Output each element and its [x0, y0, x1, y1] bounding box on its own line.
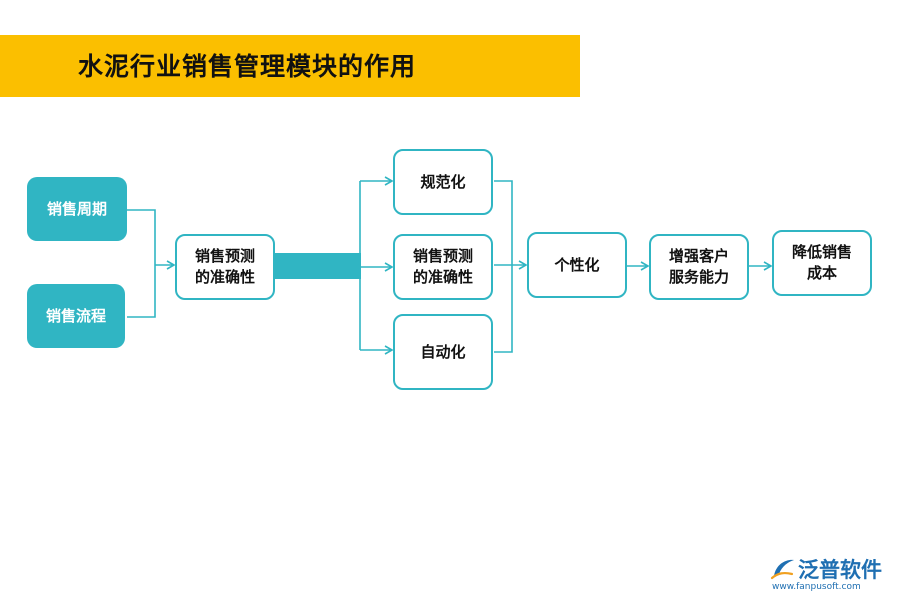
- node-automation: 自动化: [393, 314, 493, 390]
- node-personalization: 个性化: [527, 232, 627, 298]
- node-forecast-accuracy-2: 销售预测 的准确性: [393, 234, 493, 300]
- connector-left-bracket: [127, 209, 156, 318]
- node-standardization: 规范化: [393, 149, 493, 215]
- fanpu-logo-icon: [770, 559, 794, 580]
- node-forecast-accuracy: 销售预测 的准确性: [175, 234, 275, 300]
- fanpu-logo: 泛普软件 www.fanpusoft.com: [770, 555, 895, 597]
- logo-name: 泛普软件: [798, 558, 882, 582]
- title-banner: [0, 35, 580, 97]
- page-title: 水泥行业销售管理模块的作用: [78, 52, 417, 81]
- connector-right-bracket: [494, 180, 513, 353]
- logo-url: www.fanpusoft.com: [772, 582, 861, 592]
- thick-connector-bar: [275, 253, 361, 279]
- node-sales-process: 销售流程: [27, 284, 125, 348]
- node-customer-service: 增强客户 服务能力: [649, 234, 749, 300]
- node-sales-cycle: 销售周期: [27, 177, 127, 241]
- node-reduce-cost: 降低销售 成本: [772, 230, 872, 296]
